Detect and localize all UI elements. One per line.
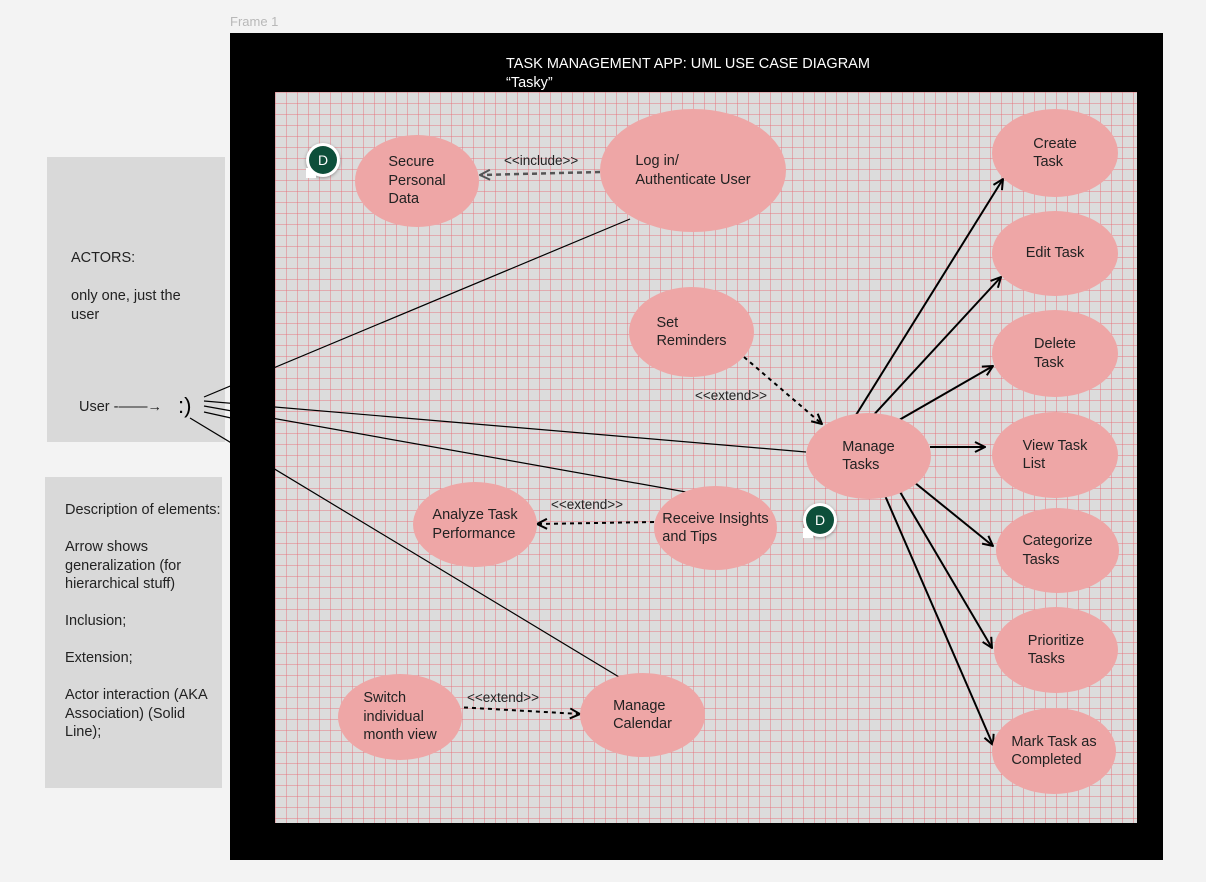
use-case-delete-task[interactable]: Delete Task xyxy=(992,310,1118,397)
association-calendar xyxy=(189,417,625,681)
arrow-prioritize xyxy=(892,479,992,648)
comment-avatar-tail xyxy=(306,168,316,178)
use-case-analyze-performance[interactable]: Analyze Task Performance xyxy=(413,482,537,567)
extend-arrow-insights xyxy=(537,522,655,524)
description-panel: Description of elements: Arrow shows gen… xyxy=(45,477,222,788)
comment-avatar[interactable]: D xyxy=(306,143,340,178)
use-case-prioritize-tasks[interactable]: Prioritize Tasks xyxy=(994,607,1118,693)
use-case-label: Analyze Task Performance xyxy=(432,507,518,542)
use-case-switch-month-view[interactable]: Switch individual month view xyxy=(338,674,462,760)
use-case-label: Log in/ Authenticate User xyxy=(635,153,751,188)
avatar-initial: D xyxy=(806,506,834,534)
use-case-label: Create Task xyxy=(1033,135,1077,171)
use-case-label: View Task List xyxy=(1022,437,1088,473)
user-label: User -——→ xyxy=(79,399,162,415)
use-case-receive-insights[interactable]: Receive Insights and Tips xyxy=(654,486,777,570)
use-case-manage-tasks[interactable]: Manage Tasks xyxy=(806,413,931,499)
use-case-label: Manage Calendar xyxy=(613,697,672,733)
extend-arrow-calendar xyxy=(455,706,580,714)
use-case-label: Categorize Tasks xyxy=(1022,533,1093,568)
diagram-title: TASK MANAGEMENT APP: UML USE CASE DIAGRA… xyxy=(506,56,870,91)
arrow-categorize xyxy=(903,473,993,546)
association-login xyxy=(203,218,631,398)
avatar-initial: D xyxy=(309,146,337,174)
use-case-view-task-list[interactable]: View Task List xyxy=(992,412,1118,498)
actors-text: only one, just the user xyxy=(71,288,181,323)
use-case-set-reminders[interactable]: Set Reminders xyxy=(629,287,754,377)
use-case-label: Secure Personal Data xyxy=(388,154,446,208)
extend-label-calendar: <<extend>> xyxy=(467,690,540,705)
use-case-create-task[interactable]: Create Task xyxy=(992,109,1118,197)
use-case-mark-completed[interactable]: Mark Task as Completed xyxy=(992,708,1116,794)
extend-arrow-reminders xyxy=(743,356,822,424)
association-insights xyxy=(203,405,687,493)
arrow-mark-completed xyxy=(879,483,993,745)
use-case-label: Receive Insights and Tips xyxy=(662,510,769,546)
use-case-login[interactable]: Log in/ Authenticate User xyxy=(600,109,786,232)
use-case-label: Edit Task xyxy=(1025,245,1085,262)
extend-label-insights: <<extend>> xyxy=(551,497,624,512)
association-extra xyxy=(203,411,241,421)
use-case-edit-task[interactable]: Edit Task xyxy=(992,211,1118,296)
arrow-create-task xyxy=(855,179,1003,416)
use-case-label: Switch individual month view xyxy=(363,690,437,744)
use-case-label: Prioritize Tasks xyxy=(1027,632,1085,668)
actors-heading: ACTORS: xyxy=(71,250,136,266)
use-case-secure-data[interactable]: Secure Personal Data xyxy=(355,135,479,227)
frame-label: Frame 1 xyxy=(230,14,279,29)
arrow-edit-task xyxy=(868,277,1001,421)
use-case-label: Mark Task as Completed xyxy=(1011,733,1097,769)
comment-avatar-tail xyxy=(803,528,813,538)
description-text: Description of elements: Arrow shows gen… xyxy=(65,502,221,740)
include-label: <<include>> xyxy=(504,153,579,168)
use-case-categorize-tasks[interactable]: Categorize Tasks xyxy=(996,508,1119,593)
use-case-label: Delete Task xyxy=(1034,336,1076,371)
association-manage-tasks xyxy=(203,400,807,453)
use-case-label: Manage Tasks xyxy=(842,438,895,474)
extend-label-reminders: <<extend>> xyxy=(695,388,768,403)
user-actor[interactable]: :) xyxy=(178,393,192,418)
use-case-label: Set Reminders xyxy=(656,314,727,350)
actors-panel: ACTORS: only one, just the user xyxy=(47,157,225,442)
include-arrow xyxy=(480,172,601,175)
comment-avatar[interactable]: D xyxy=(803,503,837,538)
use-case-manage-calendar[interactable]: Manage Calendar xyxy=(580,673,705,757)
